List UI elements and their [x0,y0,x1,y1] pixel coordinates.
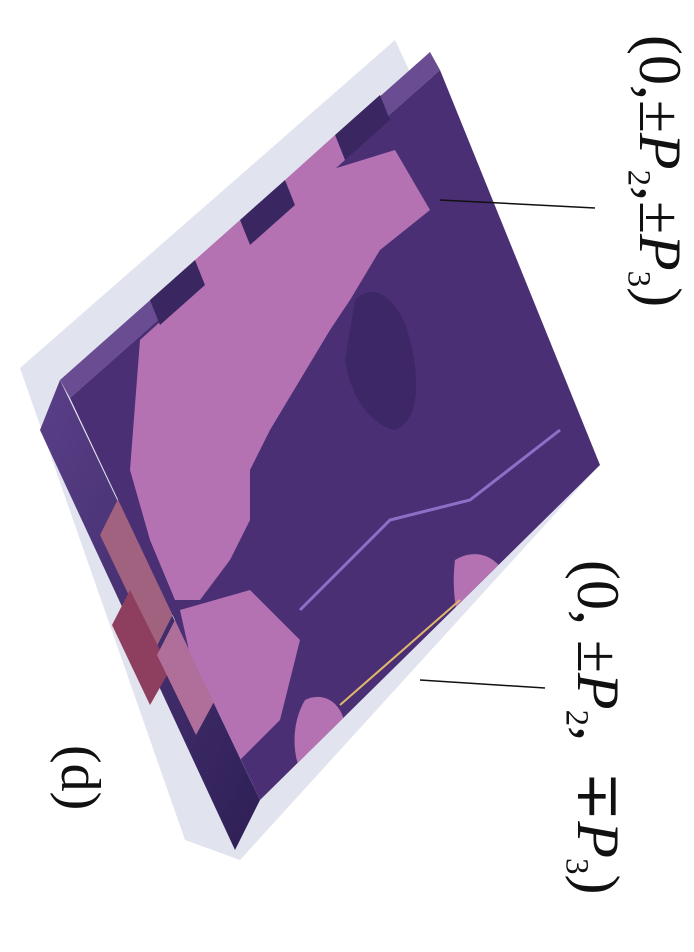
domain-wall-highlight [339,599,461,706]
annotation-lower-var-a: P [565,672,631,710]
annotation-pointer-upper [439,199,596,209]
side-domain-light-1 [100,495,175,650]
domain-light-band [180,590,300,760]
domain-dark-island [345,292,417,430]
panel-label: (d) [49,745,111,811]
edge-notch-3 [335,95,390,160]
annotation-lower-open: (0, [565,560,631,625]
annotation-lower-sub-b: 3 [558,858,595,875]
annotation-pointer-lower [419,679,546,689]
annotation-upper-sub-b: 3 [620,270,657,288]
annotation-upper-sep: , [627,186,693,202]
edge-bevel-light-2 [285,135,345,205]
domain-wall-1 [298,428,561,612]
annotation-lower-sign-b: ∓ [565,771,631,822]
annotation-lower-sign-a: ± [565,639,631,673]
annotation-lower-sep: , [565,726,631,742]
annotation-lower-sub-a: 2 [558,709,595,727]
annotation-upper-var-a: P [627,132,693,170]
annotation-upper-sub-a: 2 [620,169,657,187]
side-domain-light-2 [157,620,215,735]
side-domain-red [112,590,170,705]
annotation-label-upper: (0,±P2,±P3) [620,35,693,308]
domain-light-lower-2 [392,674,446,756]
annotation-upper-sign-a: ± [627,99,693,133]
domain-light-large [130,150,430,600]
annotation-upper-close: ) [627,287,693,308]
edge-notch-2 [240,180,295,245]
edge-notch-1 [150,260,205,325]
annotation-upper-sign-b: ± [627,201,693,235]
edge-bevel-light-1 [195,220,250,285]
annotation-label-lower: (0, ±P2, ∓P3) [558,560,631,895]
annotation-lower-var-b: P [565,821,631,859]
annotation-upper-open: (0, [627,35,693,100]
annotation-upper-var-b: P [627,234,693,271]
annotation-lower-close: ) [565,874,631,895]
